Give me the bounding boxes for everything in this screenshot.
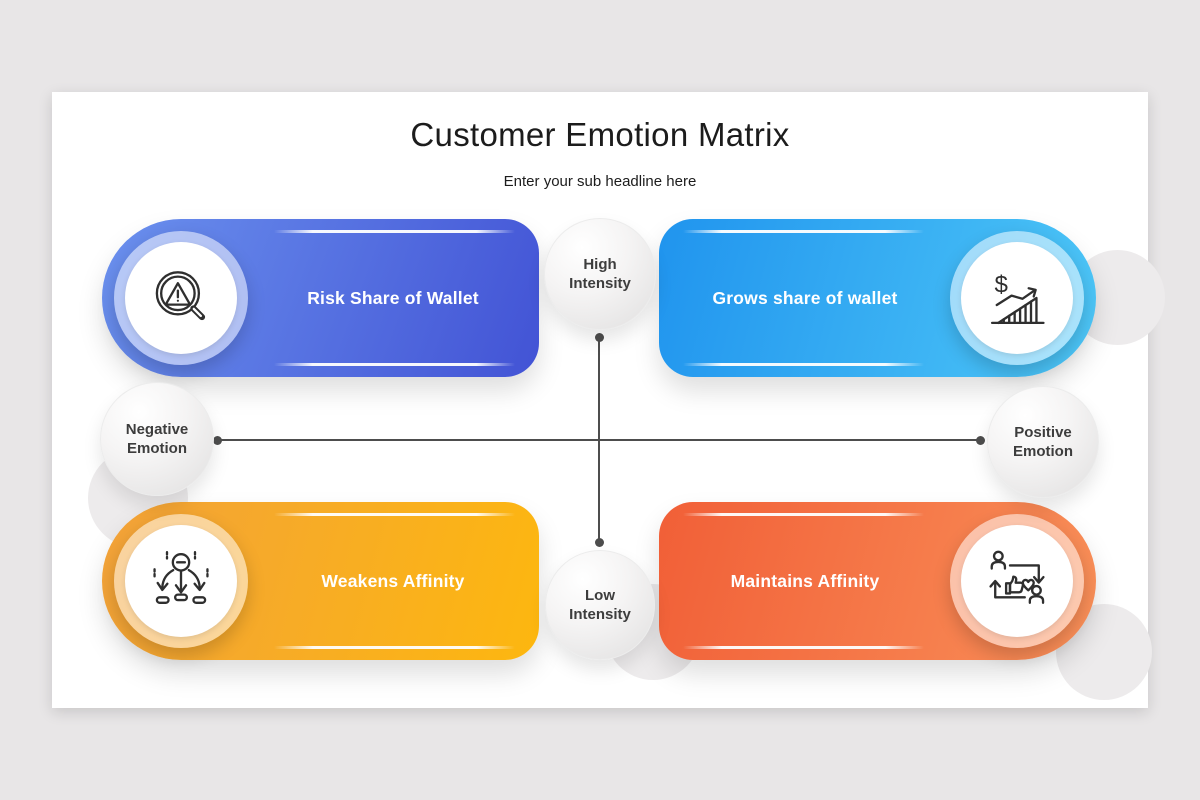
card-highlight-line bbox=[274, 513, 515, 516]
page-subtitle: Enter your sub headline here bbox=[503, 173, 697, 190]
card-highlight-line bbox=[274, 363, 515, 366]
card-highlight-line bbox=[683, 230, 924, 233]
icon-ring bbox=[114, 231, 248, 365]
quadrant-card-weakens-affinity: Weakens Affinity bbox=[102, 502, 539, 660]
axis-bubble-negative-emotion: Negative Emotion bbox=[100, 382, 214, 496]
people-loyalty-icon bbox=[989, 550, 1045, 604]
axis-bubble-positive-emotion: Positive Emotion bbox=[987, 386, 1099, 498]
horizontal-axis-line bbox=[213, 435, 985, 445]
quadrant-card-grows-share-of-wallet: $ Grows share of wallet bbox=[659, 219, 1096, 377]
icon-ring: $ bbox=[950, 231, 1084, 365]
axis-bubble-low-intensity: Low Intensity bbox=[545, 550, 655, 660]
quadrant-label: Grows share of wallet bbox=[712, 287, 898, 308]
axis-bubble-high-intensity: High Intensity bbox=[544, 218, 656, 330]
svg-text:$: $ bbox=[994, 272, 1008, 299]
page-title: Customer Emotion Matrix bbox=[410, 116, 790, 153]
icon-ring bbox=[950, 514, 1084, 648]
axis-dot bbox=[594, 538, 604, 547]
quadrant-card-risk-share-of-wallet: Risk Share of Wallet bbox=[102, 219, 539, 377]
slide: Customer Emotion Matrix Enter your sub h… bbox=[52, 92, 1165, 708]
dollar-growth-chart-icon: $ bbox=[990, 272, 1045, 325]
quadrant-label: Risk Share of Wallet bbox=[307, 287, 479, 308]
icon-disc bbox=[961, 525, 1073, 637]
card-highlight-line bbox=[274, 646, 515, 649]
quadrant-card-maintains-affinity: Maintains Affinity bbox=[659, 502, 1096, 660]
icon-disc bbox=[125, 525, 237, 637]
quadrant-label: Weakens Affinity bbox=[321, 570, 465, 591]
card-highlight-line bbox=[683, 363, 924, 366]
card-highlight-line bbox=[274, 230, 515, 233]
magnifier-warning-icon bbox=[155, 271, 206, 321]
icon-disc bbox=[125, 242, 237, 354]
axis-dot bbox=[594, 333, 604, 342]
icon-ring bbox=[114, 514, 248, 648]
axis-dot bbox=[213, 435, 222, 445]
card-highlight-line bbox=[683, 513, 924, 516]
card-highlight-line bbox=[683, 646, 924, 649]
icon-disc: $ bbox=[961, 242, 1073, 354]
quadrant-label: Maintains Affinity bbox=[730, 570, 880, 591]
axis-dot bbox=[976, 435, 985, 445]
decline-arrows-icon bbox=[153, 551, 209, 604]
